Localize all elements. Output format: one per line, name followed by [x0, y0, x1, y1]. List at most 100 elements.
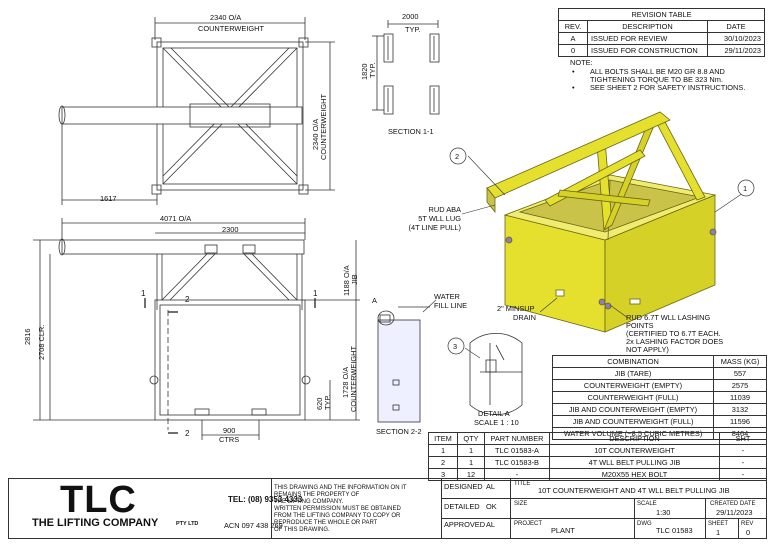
mass-cell: JIB AND COUNTERWEIGHT (EMPTY)	[552, 403, 714, 416]
company-acn: ACN 097 438 269	[224, 521, 283, 530]
title-block-divider	[705, 498, 706, 539]
mass-cell: 11039	[713, 391, 767, 404]
elev-dim-clr: 2708 CLR.	[37, 324, 46, 360]
title-block-divider	[441, 518, 767, 519]
table-row: JIB AND COUNTERWEIGHT (FULL)11596	[552, 415, 767, 428]
sec22-label: SECTION 2-2	[376, 427, 422, 436]
parts-cell: -	[719, 456, 767, 469]
approved-value: AL	[486, 520, 496, 529]
parts-header-item: ITEM	[428, 432, 458, 445]
rev-cell: ISSUED FOR CONSTRUCTION	[587, 44, 708, 57]
title-block-divider	[441, 498, 767, 499]
note-bullet: •	[572, 83, 575, 92]
detail-ref-a: A	[372, 296, 377, 305]
lashing-note-5: NOT APPLY)	[626, 345, 669, 354]
designed-value: AL	[486, 482, 496, 491]
elev-dim-overall: 4071 O/A	[160, 214, 192, 223]
parts-header-desc: DESCRIPTION	[549, 432, 720, 445]
rev-label: REV	[741, 521, 754, 527]
drain-note-2: DRAIN	[513, 313, 536, 322]
rev-cell: 30/10/2023	[707, 32, 765, 45]
disclaimer-line: THIS DRAWING AND THE INFORMATION ON IT	[274, 485, 407, 491]
parts-cell: 12	[457, 468, 485, 481]
note-1-line-1: ALL BOLTS SHALL BE M20 GR 8.8 AND	[590, 67, 725, 76]
size-label: SIZE	[514, 501, 528, 507]
disclaimer-line: FROM THE LIFTING COMPANY TO COPY OR	[274, 513, 401, 519]
lug-note-1: RUD ABA	[428, 205, 461, 214]
project-value: PLANT	[551, 526, 575, 535]
scale-label: SCALE	[637, 501, 657, 507]
elev-dim-total-height: 2816	[23, 328, 32, 345]
plan-dim-top-sub: COUNTERWEIGHT	[198, 24, 264, 33]
plan-dim-jib-offset: 1617	[100, 194, 117, 203]
mass-cell: 11596	[713, 415, 767, 428]
disclaimer-line: WRITTEN PERMISSION MUST BE OBTAINED	[274, 506, 401, 512]
mass-header-mass: MASS (KG)	[713, 355, 767, 368]
table-row: COUNTERWEIGHT (FULL)11039	[552, 391, 767, 404]
elev-dim-620-sub: TYP.	[323, 394, 332, 410]
elev-dim-jib: 2300	[222, 225, 239, 234]
iso-callout-1: 1	[743, 184, 748, 193]
parts-cell: 1	[457, 444, 485, 457]
water-label-1: WATER	[434, 292, 460, 301]
iso-callout-2: 2	[455, 152, 460, 161]
title-label: TITLE	[514, 481, 531, 487]
elevation-drawing	[33, 218, 360, 440]
company-tel: TEL: (08) 9353 4333	[228, 495, 303, 504]
dwg-value: TLC 01583	[656, 526, 693, 535]
mass-cell: JIB AND COUNTERWEIGHT (FULL)	[552, 415, 714, 428]
mass-cell: COUNTERWEIGHT (EMPTY)	[552, 379, 714, 392]
created-label: CREATED DATE	[710, 501, 756, 507]
detail-a-title: DETAIL A	[478, 409, 510, 418]
elev-dim-jib-height-sub: JIB	[350, 274, 359, 285]
title-block-divider	[738, 518, 739, 539]
lashing-note-4: 2x LASHING FACTOR DOES	[626, 337, 724, 346]
table-row: A ISSUED FOR REVIEW 30/10/2023	[558, 32, 765, 45]
plan-view-drawing	[58, 17, 335, 205]
elev-dim-cw-height-sub: COUNTERWEIGHT	[349, 346, 358, 412]
disclaimer-line: OF THIS DRAWING.	[274, 527, 330, 533]
company-name: THE LIFTING COMPANY	[32, 517, 159, 529]
mass-cell: 557	[713, 367, 767, 380]
note-1-line-2: TIGHTENING TORQUE TO BE 323 Nm.	[590, 75, 723, 84]
parts-cell: -	[719, 444, 767, 457]
section-mark-2-top: 2	[185, 295, 190, 304]
mass-table: COMBINATION MASS (KG) JIB (TARE)557 COUN…	[552, 355, 767, 440]
disclaimer-line: REPRODUCE THE WHOLE OR PART	[274, 520, 378, 526]
lug-note-2: 5T WLL LUG	[418, 214, 461, 223]
designed-label: DESIGNED	[444, 482, 483, 491]
section-1-1-drawing	[372, 20, 440, 115]
rev-cell: A	[558, 32, 588, 45]
title-block-divider	[634, 498, 635, 539]
mass-cell: 2575	[713, 379, 767, 392]
sheet-value: 1	[716, 528, 721, 537]
dwg-label: DWG	[637, 521, 652, 527]
rev-cell: 0	[558, 44, 588, 57]
created-value: 29/11/2023	[716, 508, 753, 517]
mass-cell: COUNTERWEIGHT (FULL)	[552, 391, 714, 404]
parts-cell: TLC 01583-B	[484, 456, 550, 469]
parts-header-sht: SHT	[719, 432, 767, 445]
lashing-note-3: (CERTIFIED TO 6.7T EACH.	[626, 329, 721, 338]
title-block-divider	[271, 478, 272, 539]
notes-title: NOTE:	[570, 58, 593, 67]
sec11-dim-width-sub: TYP.	[405, 25, 421, 34]
plan-dim-top: 2340 O/A	[210, 13, 242, 22]
mass-header-combination: COMBINATION	[552, 355, 714, 368]
drawing-title: 10T COUNTERWEIGHT AND 4T WLL BELT PULLIN…	[538, 486, 730, 495]
parts-cell: 10T COUNTERWEIGHT	[549, 444, 720, 457]
detail-a-drawing	[469, 333, 523, 415]
parts-cell: 4T WLL BELT PULLING JIB	[549, 456, 720, 469]
sec11-dim-height-sub: TYP.	[368, 62, 377, 78]
rev-header-desc: DESCRIPTION	[587, 20, 708, 33]
parts-cell: -	[719, 468, 767, 481]
plan-dim-side-sub: COUNTERWEIGHT	[319, 94, 328, 160]
disclaimer-line: REMAINS THE PROPERTY OF	[274, 492, 360, 498]
parts-cell: 1	[457, 456, 485, 469]
detail-callout-3: 3	[453, 342, 458, 351]
section-2-2-drawing	[377, 306, 430, 423]
detailed-label: DETAILED	[444, 502, 480, 511]
